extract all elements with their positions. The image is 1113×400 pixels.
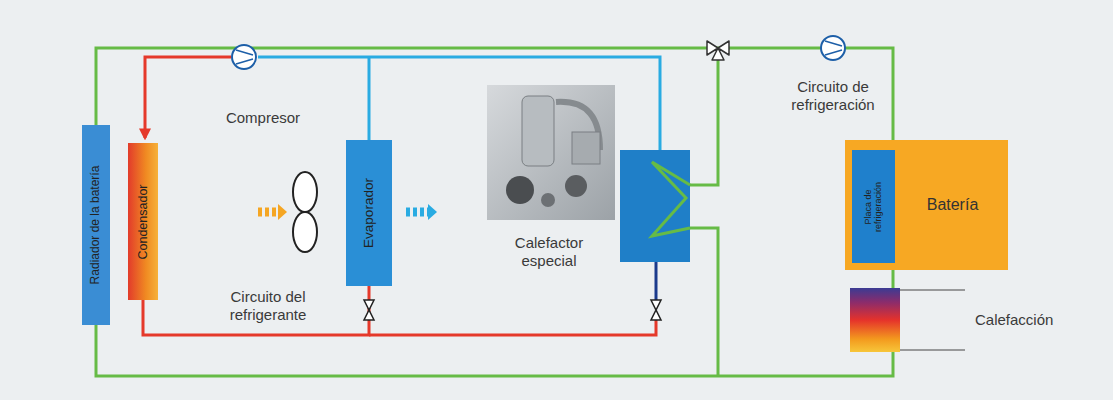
chiller-outlet-line	[655, 262, 658, 302]
liquid-line	[143, 286, 369, 335]
heater-photo	[541, 193, 555, 207]
part-label: Circuito de refrigeración	[771, 78, 896, 114]
node-label: Condensador	[136, 184, 150, 259]
three-way-valve	[707, 41, 729, 60]
expansion-valve	[364, 300, 374, 320]
air-out-arrow	[428, 204, 437, 220]
air-in-arrow	[258, 208, 278, 217]
heater-photo	[565, 175, 587, 197]
chiller-coil	[652, 162, 690, 236]
cooling-plate-box: Placa de refrigeración	[852, 150, 895, 263]
pump-symbol	[825, 41, 842, 55]
coolant-line	[690, 228, 718, 376]
compressor-symbol	[236, 50, 253, 64]
part-label: Compresor	[208, 109, 318, 127]
evaporator-box: Evaporador	[346, 140, 392, 286]
heater-photo	[487, 85, 615, 220]
battery-box: Batería Placa de refrigeración	[845, 140, 1008, 270]
expansion-valve	[651, 300, 661, 320]
heater-element	[850, 288, 900, 352]
heater-photo	[506, 176, 534, 204]
node-label: Batería	[897, 196, 1008, 214]
part-label: Calefactor especial	[499, 234, 599, 270]
fan-blade	[293, 212, 317, 252]
heater-photo	[572, 132, 600, 164]
part-label: Calefacción	[975, 311, 1105, 329]
node-label: Radiador de la batería	[89, 166, 103, 285]
coolant-line	[96, 270, 893, 376]
pump-symbol	[821, 36, 845, 60]
compressor-symbol	[232, 45, 256, 69]
fan-blade	[293, 172, 317, 212]
suction-line	[368, 57, 371, 140]
chiller-box	[620, 150, 690, 262]
part-label: Circuito del refrigerante	[208, 288, 328, 324]
pressure-line	[145, 57, 231, 138]
air-in-arrow	[278, 204, 287, 220]
condenser-box: Condensador	[128, 143, 158, 300]
node-label: Evaporador	[361, 178, 377, 248]
leader-line	[900, 290, 965, 350]
heater-photo	[522, 96, 554, 166]
radiator-box: Radiador de la batería	[82, 125, 110, 325]
node-label: Placa de refrigeración	[864, 171, 884, 243]
liquid-line	[369, 320, 656, 335]
coolant-line	[690, 60, 718, 185]
air-out-arrow	[406, 208, 428, 217]
